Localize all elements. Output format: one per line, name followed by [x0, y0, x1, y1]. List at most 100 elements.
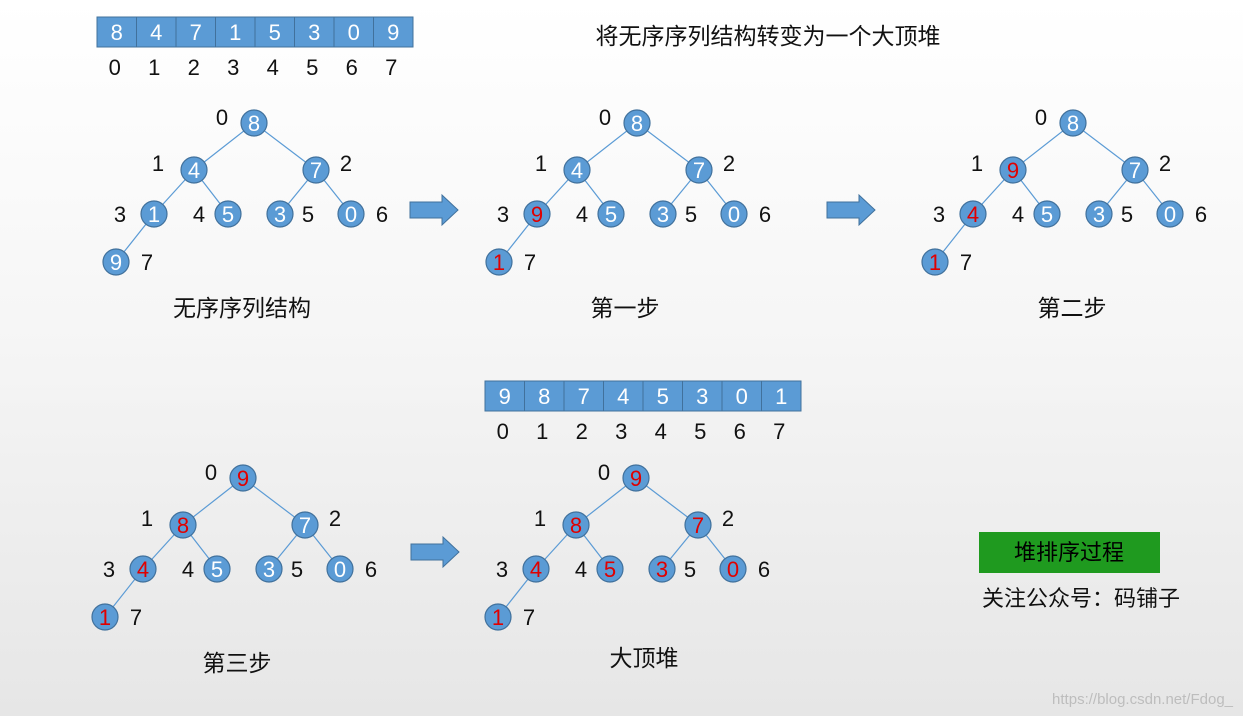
tree-node-value: 5	[1041, 202, 1053, 227]
arrow-right-icon	[826, 193, 876, 227]
tree-index-label: 4	[575, 557, 587, 582]
array-cell	[373, 16, 414, 48]
tree-node-value-changed: 1	[99, 605, 111, 630]
tree-index-label: 5	[302, 202, 314, 227]
array-index: 4	[655, 419, 667, 444]
tree-index-label: 3	[497, 202, 509, 227]
tree-index-label: 0	[598, 460, 610, 485]
watermark: https://blog.csdn.net/Fdog_	[1052, 691, 1233, 708]
tree-node	[1121, 156, 1149, 184]
array-cell	[333, 16, 374, 48]
tree-node	[484, 603, 512, 631]
tree-node	[140, 200, 168, 228]
tree-index-label: 3	[114, 202, 126, 227]
array-index: 1	[148, 55, 160, 80]
tree-node	[999, 156, 1027, 184]
tree-node-value-changed: 5	[604, 557, 616, 582]
tree-index-label: 3	[103, 557, 115, 582]
tree-node	[180, 156, 208, 184]
array-cell-value: 9	[499, 384, 511, 409]
array-cell-value: 4	[617, 384, 629, 409]
tree-index-label: 1	[141, 506, 153, 531]
tree-node-value-changed: 9	[1007, 158, 1019, 183]
array-index: 3	[615, 419, 627, 444]
tree-node-value-changed: 1	[493, 250, 505, 275]
array-cell-value: 5	[657, 384, 669, 409]
tree-index-label: 4	[182, 557, 194, 582]
array-cell	[96, 16, 137, 48]
follow-text: 关注公众号：码铺子	[982, 587, 1180, 612]
tree-index-label: 2	[722, 506, 734, 531]
tree-index-label: 7	[960, 250, 972, 275]
tree-index-label: 4	[193, 202, 205, 227]
tree-index-label: 5	[684, 557, 696, 582]
tree-node	[129, 555, 157, 583]
tree-node-value: 0	[334, 557, 346, 582]
tree-node-value: 0	[345, 202, 357, 227]
tree-node	[685, 156, 713, 184]
array-index: 3	[227, 55, 239, 80]
tree-node-value: 3	[657, 202, 669, 227]
tree-index-label: 0	[1035, 105, 1047, 130]
tree-index-label: 2	[1159, 151, 1171, 176]
tree-node	[91, 603, 119, 631]
tree-index-label: 2	[329, 506, 341, 531]
array-cell-value: 3	[696, 384, 708, 409]
tree-node	[684, 511, 712, 539]
tree-node	[623, 109, 651, 137]
tree-node-value: 7	[1129, 158, 1141, 183]
tree-caption: 无序序列结构	[173, 296, 311, 322]
tree-caption: 第三步	[203, 651, 272, 677]
tree-node	[649, 200, 677, 228]
array-index: 6	[734, 419, 746, 444]
tree-index-label: 0	[216, 105, 228, 130]
tree-node-value-changed: 9	[237, 466, 249, 491]
tree-node	[291, 511, 319, 539]
tree-index-label: 3	[933, 202, 945, 227]
tree-node-value: 4	[188, 158, 200, 183]
tree-caption: 第二步	[1038, 296, 1107, 322]
arrows	[409, 193, 876, 569]
tree-node-value-changed: 4	[530, 557, 542, 582]
array-cell-value: 0	[348, 20, 360, 45]
array-index: 6	[346, 55, 358, 80]
tree-node-value: 0	[1164, 202, 1176, 227]
tree-node	[522, 555, 550, 583]
tree-node-value: 8	[631, 111, 643, 136]
tree-index-label: 6	[759, 202, 771, 227]
tree-node	[203, 555, 231, 583]
tree-index-label: 6	[758, 557, 770, 582]
tree-node-value: 7	[310, 158, 322, 183]
array-cell	[524, 380, 565, 412]
tree-index-label: 7	[141, 250, 153, 275]
badge	[979, 532, 1160, 573]
tree-node-value: 5	[222, 202, 234, 227]
array-cell-value: 9	[387, 20, 399, 45]
array-cell	[175, 16, 216, 48]
tree-node	[229, 464, 257, 492]
array-cell-value: 8	[111, 20, 123, 45]
tree-node	[622, 464, 650, 492]
tree-node	[214, 200, 242, 228]
tree-node-value-changed: 0	[727, 557, 739, 582]
tree-index-label: 2	[723, 151, 735, 176]
tree-index-label: 0	[205, 460, 217, 485]
arrow-right-icon	[409, 193, 459, 227]
tree-node	[719, 555, 747, 583]
tree-node-value: 7	[693, 158, 705, 183]
badge-label: 堆排序过程	[1014, 541, 1124, 566]
tree-node-value-changed: 3	[656, 557, 668, 582]
tree-index-label: 1	[534, 506, 546, 531]
tree-index-label: 3	[496, 557, 508, 582]
array-index: 5	[306, 55, 318, 80]
array-cell-value: 1	[229, 20, 241, 45]
array-cell-value: 3	[308, 20, 320, 45]
tree-node-value: 3	[263, 557, 275, 582]
tree-node	[255, 555, 283, 583]
